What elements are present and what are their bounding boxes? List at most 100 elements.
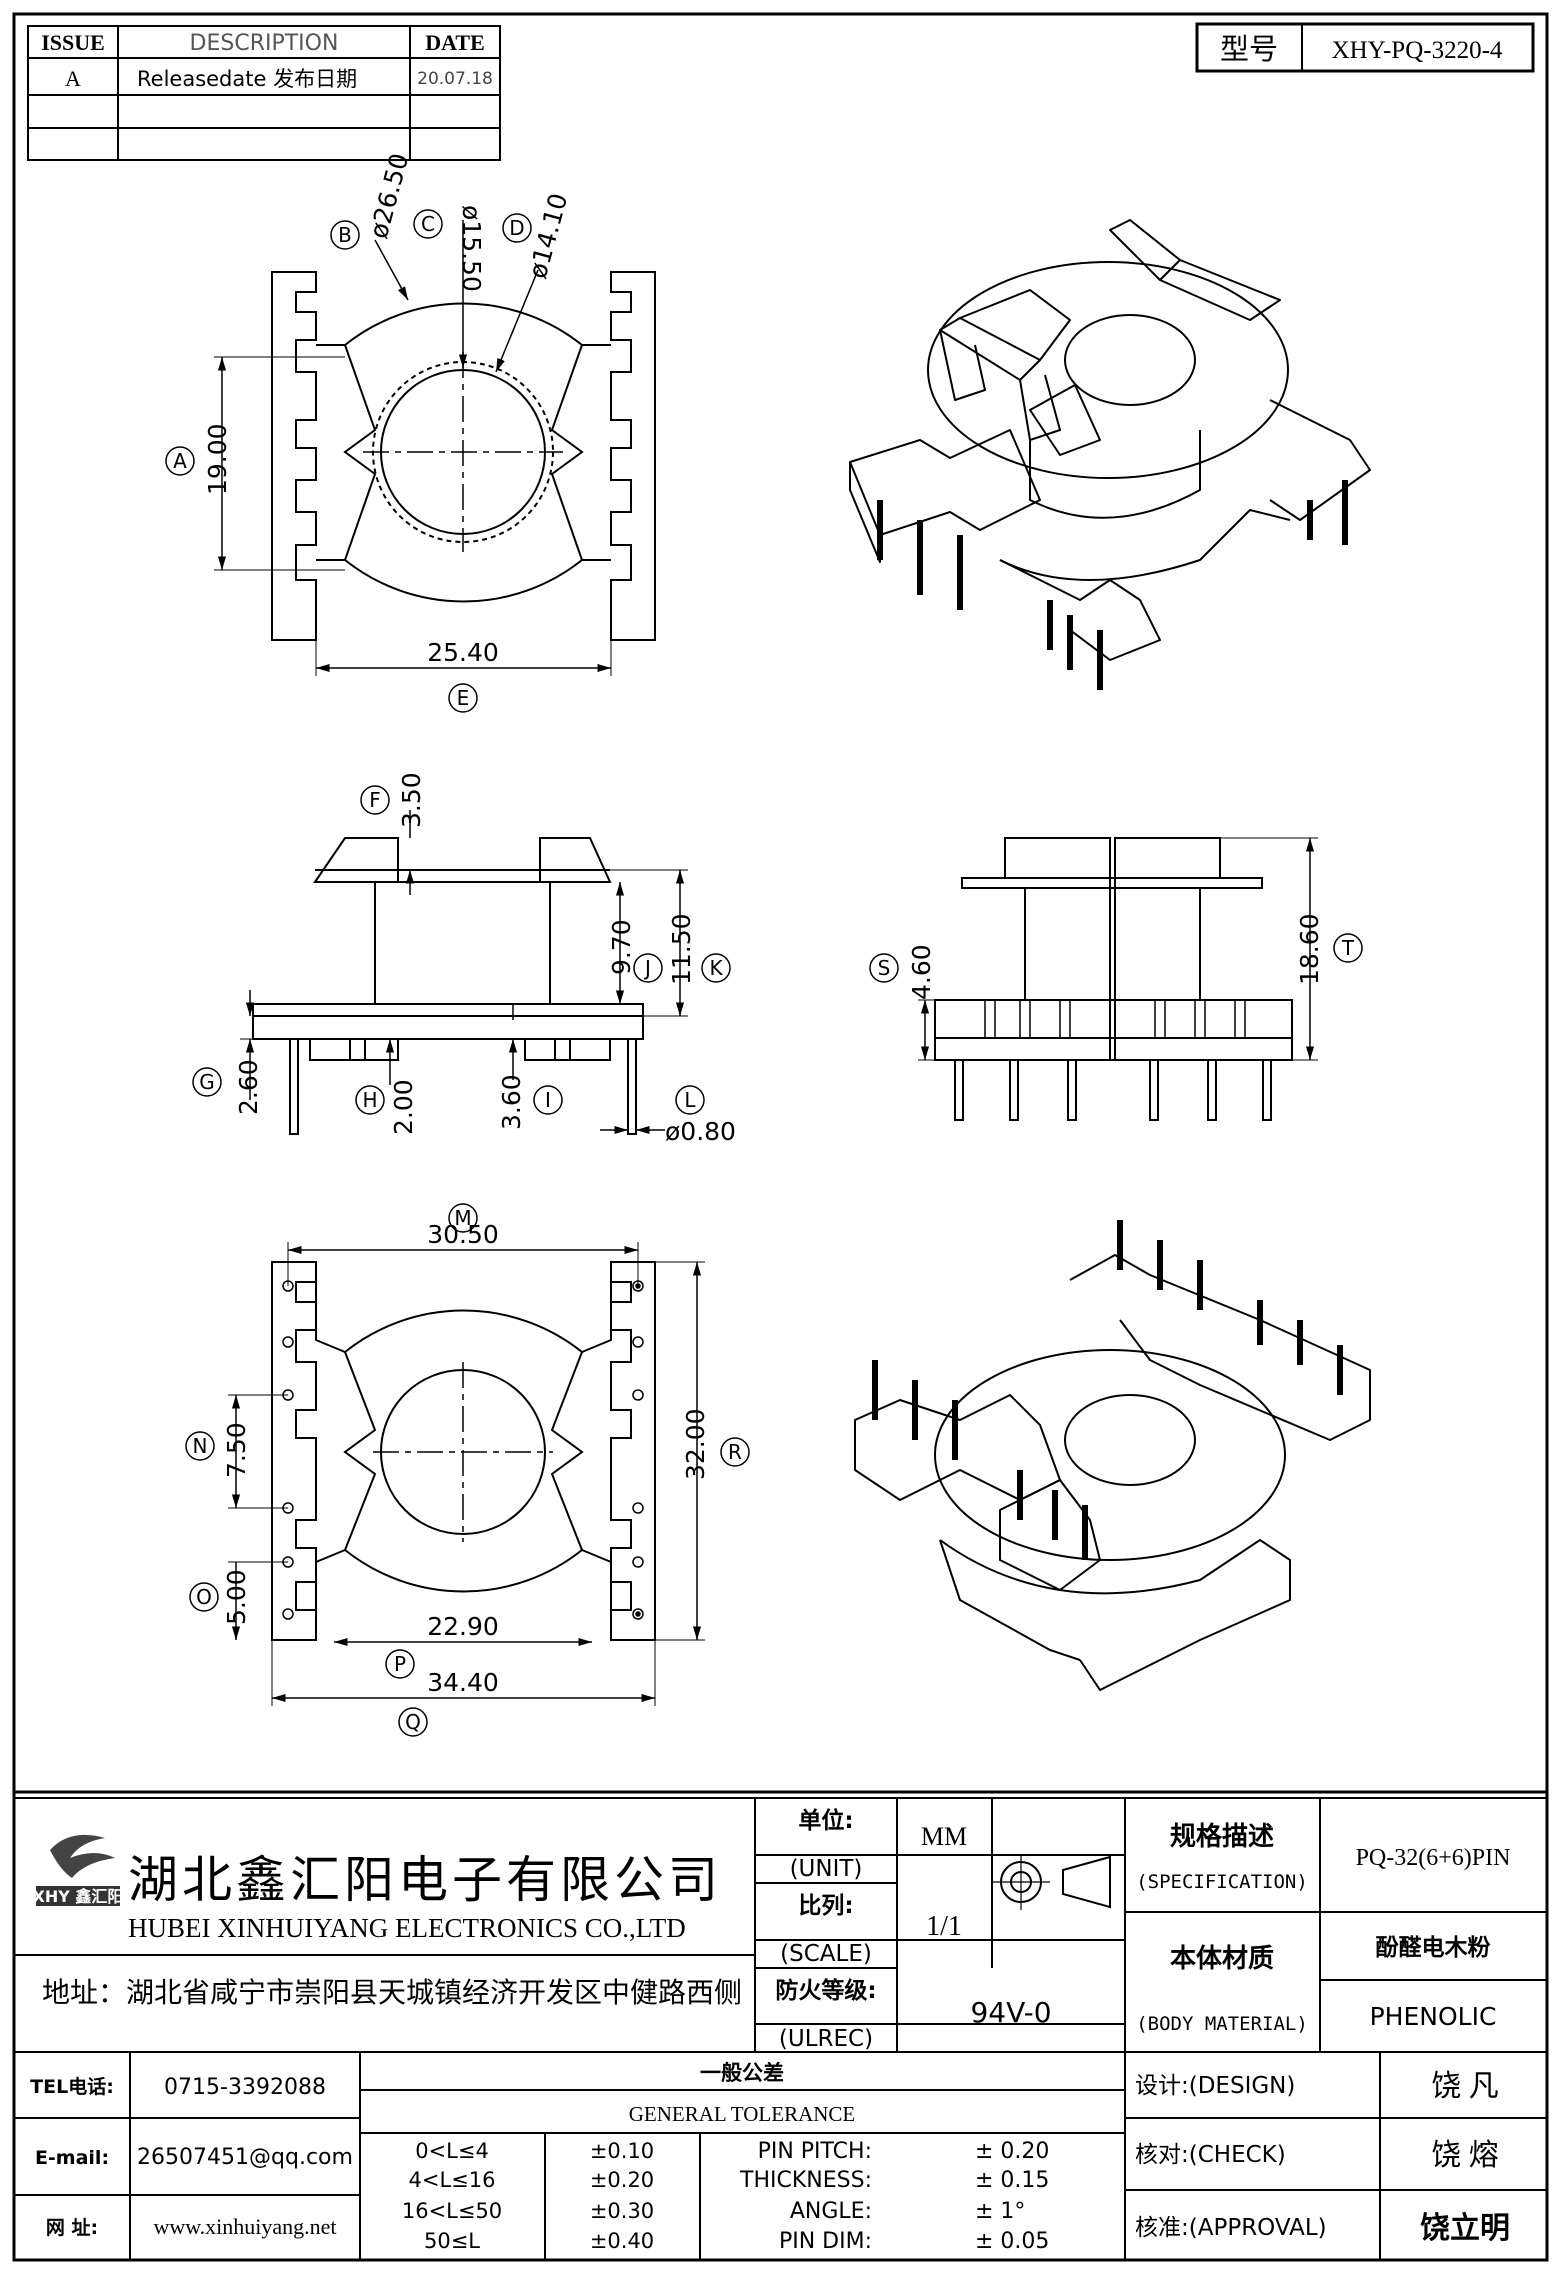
side-view: [918, 837, 1318, 1121]
ul-value: 94V-0: [970, 1996, 1051, 2029]
scale-label-en: (SCALE): [780, 1941, 872, 1967]
tolerance-title-en: GENERAL TOLERANCE: [629, 2102, 856, 2126]
rev-description: Releasedate 发布日期: [137, 67, 357, 91]
range-0: 0<L≤4: [415, 2139, 489, 2163]
dim-k-text: 11.50: [667, 913, 696, 985]
item-pin-dim: PIN DIM:: [779, 2229, 872, 2254]
label-j: J: [643, 956, 651, 980]
label-n: N: [193, 1434, 208, 1458]
label-c: C: [421, 212, 435, 236]
company-name-en: HUBEI XINHUIYANG ELECTRONICS CO.,LTD: [128, 1913, 686, 1943]
range-2: 16<L≤50: [402, 2199, 502, 2223]
design-label: 设计:(DESIGN): [1135, 2073, 1295, 2099]
tol-3: ±0.40: [590, 2229, 654, 2253]
label-e: E: [457, 686, 470, 710]
material-label-cn: 本体材质: [1170, 1944, 1274, 1974]
item-pin-pitch: PIN PITCH:: [758, 2139, 872, 2164]
iso-view-bottom: [854, 1220, 1371, 1691]
label-d: D: [509, 216, 524, 240]
dim-l-text: ø0.80: [665, 1117, 736, 1146]
dim-a-text: 19.00: [203, 423, 232, 495]
spec-label-cn: 规格描述: [1170, 1821, 1274, 1852]
tol-1: ±0.20: [590, 2168, 654, 2192]
approval-label: 核准:(APPROVAL): [1135, 2215, 1327, 2241]
web-label: 网 址:: [46, 2217, 98, 2239]
label-f: F: [369, 788, 381, 812]
check-name: 饶 熔: [1431, 2139, 1499, 2172]
label-q: Q: [405, 1710, 421, 1734]
label-m: M: [454, 1206, 471, 1230]
approval-name: 饶立明: [1420, 2211, 1510, 2245]
label-b: B: [338, 223, 352, 247]
rev-header-description: DESCRIPTION: [190, 31, 339, 56]
model-label: 型号: [1220, 32, 1278, 66]
label-g: G: [199, 1070, 215, 1094]
value-pin-pitch: ± 0.20: [975, 2139, 1049, 2164]
dim-p-text: 22.90: [427, 1612, 499, 1641]
front-view: [240, 810, 688, 1135]
design-name: 饶 凡: [1431, 2070, 1499, 2103]
dim-r-text: 32.00: [681, 1408, 710, 1480]
dim-o-text: 5.00: [222, 1569, 251, 1625]
dim-b-text: ø26.50: [364, 150, 414, 241]
range-1: 4<L≤16: [409, 2168, 496, 2192]
value-thickness: ± 0.15: [975, 2168, 1049, 2193]
dim-g-text: 2.60: [234, 1059, 263, 1115]
web-value: www.xinhuiyang.net: [153, 2214, 336, 2239]
model-number: XHY-PQ-3220-4: [1332, 37, 1503, 64]
label-r: R: [728, 1440, 742, 1464]
rev-date: 20.07.18: [417, 69, 493, 89]
top-view: [214, 220, 656, 676]
label-k: K: [709, 956, 723, 980]
tol-0: ±0.10: [590, 2139, 654, 2163]
dim-i-text: 3.60: [497, 1074, 526, 1130]
label-t: T: [1341, 936, 1355, 960]
dim-n-text: 7.50: [222, 1422, 251, 1478]
revision-table: [27, 25, 501, 161]
label-p: P: [394, 1652, 406, 1676]
company-name-cn: 湖北鑫汇阳电子有限公司: [128, 1852, 722, 1908]
material-value-cn: 酚醛电木粉: [1376, 1935, 1491, 1961]
tolerance-title-cn: 一般公差: [700, 2061, 784, 2085]
bottom-view: [228, 1242, 705, 1706]
label-a: A: [173, 449, 187, 473]
tol-2: ±0.30: [590, 2199, 654, 2223]
label-i: I: [545, 1088, 551, 1112]
dim-c-text: ø15.50: [457, 205, 486, 292]
email-label: E-mail:: [35, 2147, 109, 2169]
label-h: H: [362, 1088, 377, 1112]
unit-value: MM: [921, 1822, 967, 1851]
dim-q-text: 34.40: [427, 1668, 499, 1697]
item-angle: ANGLE:: [790, 2199, 872, 2224]
dim-d-text: ø14.10: [523, 190, 573, 281]
unit-label-en: (UNIT): [790, 1856, 863, 1882]
ul-label-cn: 防火等级:: [775, 1977, 876, 2004]
value-pin-dim: ± 0.05: [975, 2229, 1049, 2254]
label-o: O: [196, 1585, 212, 1609]
material-value-en: PHENOLIC: [1370, 2002, 1497, 2031]
value-angle: ± 1°: [975, 2199, 1025, 2224]
company-logo: XHY 鑫汇阳: [33, 1834, 124, 1906]
dim-f-text: 3.50: [397, 772, 426, 828]
dim-m-text: 30.50: [427, 1220, 499, 1249]
dim-t-text: 18.60: [1295, 913, 1324, 985]
unit-label-cn: 单位:: [798, 1807, 853, 1834]
title-block: [13, 1797, 1548, 2261]
check-label: 核对:(CHECK): [1135, 2142, 1286, 2168]
spec-label-en: (SPECIFICATION): [1136, 1871, 1308, 1893]
dim-j-text: 9.70: [607, 919, 636, 975]
ul-label-en: (ULREC): [779, 2026, 873, 2052]
iso-view-top: [849, 219, 1371, 690]
item-thickness: THICKNESS:: [739, 2168, 872, 2193]
dim-e-text: 25.40: [427, 638, 499, 667]
rev-issue: A: [65, 66, 81, 91]
label-l: L: [684, 1088, 696, 1112]
rev-header-date: DATE: [425, 30, 485, 55]
tel-value: 0715-3392088: [164, 2075, 326, 2100]
logo-text: XHY 鑫汇阳: [33, 1887, 124, 1906]
label-s: S: [878, 956, 891, 980]
material-label-en: (BODY MATERIAL): [1136, 2013, 1308, 2035]
tel-label: TEL电话:: [30, 2075, 114, 2098]
email-value: 26507451@qq.com: [137, 2145, 353, 2170]
